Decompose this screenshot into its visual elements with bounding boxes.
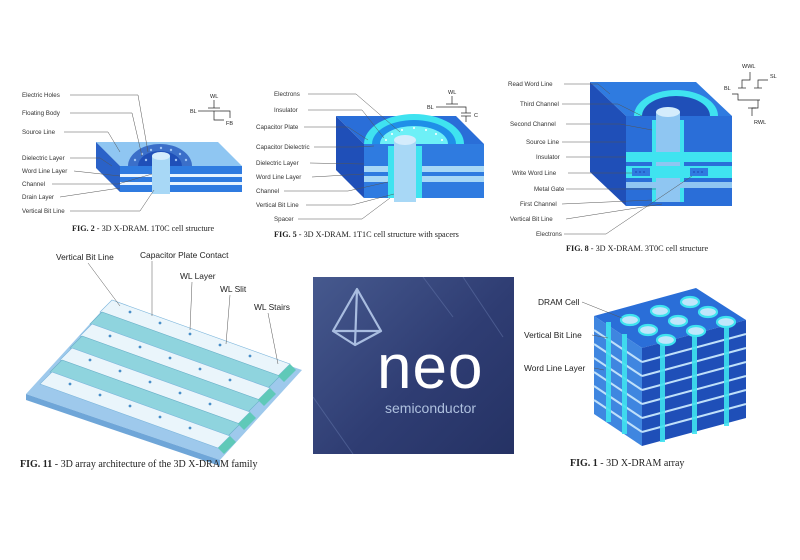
fig5-circuit-bl: BL <box>427 105 434 111</box>
fig5-leaders <box>284 93 401 220</box>
fig8-label-read-word-line: Read Word Line <box>508 81 553 88</box>
fig2-leaders <box>52 94 155 212</box>
fig1-caption: FIG. 1 - 3D X-DRAM array <box>570 458 684 469</box>
fig1-label-dram-cell: DRAM Cell <box>538 297 580 307</box>
fig2-circuit-symbol: WL BL FB <box>190 94 233 127</box>
fig5-circuit-symbol: WL BL C <box>427 90 478 122</box>
fig11-cells <box>68 310 252 430</box>
fig2-label-vertical-bit-line: Vertical Bit Line <box>22 208 65 215</box>
fig8-circuit-wwl: WWL <box>742 64 755 70</box>
fig8-circuit-symbol: WWL BL SL RWL <box>724 64 777 126</box>
fig1-leaders <box>581 301 623 371</box>
fig8-panel: Read Word Line Third Channel Second Chan… <box>506 54 790 260</box>
fig11-caption-number: FIG. 11 <box>20 459 53 470</box>
fig5-label-dielectric-layer: Dielectric Layer <box>256 160 299 167</box>
fig11-caption: FIG. 11 - 3D array architecture of the 3… <box>20 459 257 470</box>
fig2-caption-text: - 3D X-DRAM. 1T0C cell structure <box>94 224 215 233</box>
fig8-diagram: Read Word Line Third Channel Second Chan… <box>508 64 777 238</box>
fig2-diagram: Electric Holes Floating Body Source Line… <box>22 92 242 215</box>
fig2-vertical-bit-line <box>152 156 170 194</box>
fig2-label-dielectric-layer: Dielectric Layer <box>22 155 65 162</box>
fig2-panel: Electric Holes Floating Body Source Line… <box>20 82 260 242</box>
neo-logo-subtitle: semiconductor <box>385 400 477 416</box>
fig1-caption-text: - 3D X-DRAM array <box>597 458 685 469</box>
fig2-caption-number: FIG. 2 <box>72 224 95 233</box>
fig8-circuit-sl: SL <box>770 74 777 80</box>
fig8-label-source-line: Source Line <box>526 139 560 146</box>
neo-logo-mark <box>313 277 504 454</box>
fig5-panel: Electrons Insulator Capacitor Plate Capa… <box>252 82 498 242</box>
fig2-front-face <box>120 166 242 192</box>
fig5-circuit-wl: WL <box>448 90 456 96</box>
fig5-label-vertical-bit-line: Vertical Bit Line <box>256 202 299 209</box>
fig8-caption-number: FIG. 8 <box>566 244 589 253</box>
fig5-left-face <box>336 116 364 198</box>
fig1-label-word-line-layer: Word Line Layer <box>524 363 586 373</box>
fig5-diagram: Electrons Insulator Capacitor Plate Capa… <box>256 90 484 223</box>
fig5-caption-number: FIG. 5 <box>274 230 297 239</box>
fig5-vertical-bit-line <box>394 140 416 202</box>
fig11-label-vertical-bit-line: Vertical Bit Line <box>56 252 114 262</box>
fig5-caption-text: - 3D X-DRAM. 1T1C cell structure with sp… <box>296 230 459 239</box>
fig11-panel: Vertical Bit Line Capacitor Plate Contac… <box>20 246 310 476</box>
fig2-circuit-fb: FB <box>226 121 233 127</box>
fig8-label-third-channel: Third Channel <box>520 101 559 108</box>
fig2-label-floating-body: Floating Body <box>22 110 61 117</box>
fig8-label-first-channel: First Channel <box>520 201 557 208</box>
neo-logo-word: neo <box>377 333 484 402</box>
fig11-caption-text: - 3D array architecture of the 3D X-DRAM… <box>52 459 258 470</box>
fig2-label-source-line: Source Line <box>22 129 56 136</box>
fig5-label-spacer: Spacer <box>274 216 294 223</box>
fig8-caption-text: - 3D X-DRAM. 3T0C cell structure <box>588 244 709 253</box>
fig2-circuit-wl: WL <box>210 94 218 100</box>
fig1-label-vertical-bit-line: Vertical Bit Line <box>524 330 582 340</box>
fig1-diagram: DRAM Cell Vertical Bit Line Word Line La… <box>524 288 747 446</box>
fig8-leaders <box>561 83 693 235</box>
fig8-label-second-channel: Second Channel <box>510 121 556 128</box>
fig11-label-capacitor-plate-contact: Capacitor Plate Contact <box>140 250 229 260</box>
neo-logo-panel: neo semiconductor <box>313 277 514 454</box>
fig2-label-electric-holes: Electric Holes <box>22 92 60 99</box>
fig1-panel: DRAM Cell Vertical Bit Line Word Line La… <box>520 278 790 478</box>
fig8-caption: FIG. 8 - 3D X-DRAM. 3T0C cell structure <box>566 244 708 253</box>
fig8-label-insulator: Insulator <box>536 154 560 161</box>
fig2-label-word-line-layer: Word Line Layer <box>22 168 67 175</box>
fig2-left-face <box>96 142 120 192</box>
fig2-label-channel: Channel <box>22 181 45 188</box>
fig5-label-word-line-layer: Word Line Layer <box>256 174 301 181</box>
fig1-cells <box>619 295 737 347</box>
fig11-label-wl-layer: WL Layer <box>180 271 216 281</box>
fig5-circuit-c: C <box>474 113 478 119</box>
fig11-label-wl-slit: WL Slit <box>220 284 247 294</box>
fig8-label-electrons: Electrons <box>536 231 562 238</box>
fig8-label-write-word-line: Write Word Line <box>512 170 557 177</box>
fig5-label-electrons: Electrons <box>274 91 300 98</box>
fig5-label-capacitor-dielectric: Capacitor Dielectric <box>256 144 310 151</box>
fig11-diagram: Vertical Bit Line Capacitor Plate Contac… <box>26 250 302 466</box>
fig1-caption-number: FIG. 1 <box>570 458 598 469</box>
fig5-label-channel: Channel <box>256 188 279 195</box>
fig2-circuit-bl: BL <box>190 109 197 115</box>
fig5-caption: FIG. 5 - 3D X-DRAM. 1T1C cell structure … <box>274 230 459 239</box>
fig11-label-wl-stairs: WL Stairs <box>254 302 290 312</box>
fig5-label-capacitor-plate: Capacitor Plate <box>256 124 299 131</box>
fig8-label-vertical-bit-line: Vertical Bit Line <box>510 216 553 223</box>
fig8-label-metal-gate: Metal Gate <box>534 186 565 193</box>
fig2-label-drain-layer: Drain Layer <box>22 194 54 201</box>
fig8-left-face <box>590 82 626 206</box>
fig5-label-insulator: Insulator <box>274 107 298 114</box>
fig11-leaders <box>87 261 279 365</box>
fig8-circuit-bl: BL <box>724 86 731 92</box>
fig8-circuit-rwl: RWL <box>754 120 766 126</box>
fig2-caption: FIG. 2 - 3D X-DRAM. 1T0C cell structure <box>72 224 214 233</box>
fig11-rows <box>39 299 291 449</box>
